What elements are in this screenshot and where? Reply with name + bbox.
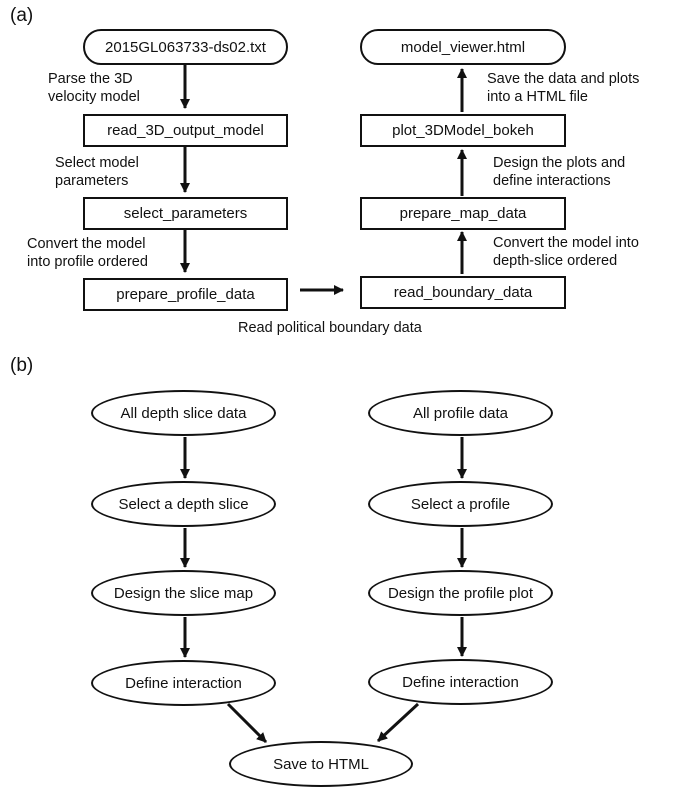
read-3d-output-model-node: read_3D_output_model [83,114,288,147]
note-read-boundary: Read political boundary data [238,320,422,336]
define-interaction-left-node: Define interaction [91,660,276,706]
all-depth-slice-data-node: All depth slice data [91,390,276,436]
panel-b-label: (b) [10,355,34,376]
read-boundary-data-node: read_boundary_data [360,276,566,309]
arrow-b-merge-right [376,702,420,743]
design-slice-map-node: Design the slice map [91,570,276,616]
input-file-node: 2015GL063733-ds02.txt [83,29,288,65]
panel-a-label: (a) [10,5,34,26]
all-profile-data-node: All profile data [368,390,553,436]
select-depth-slice-node: Select a depth slice [91,481,276,527]
model-viewer-html-node: model_viewer.html [360,29,566,65]
prepare-profile-data-node: prepare_profile_data [83,278,288,311]
save-to-html-node: Save to HTML [229,741,413,787]
plot-3dmodel-bokeh-node: plot_3DModel_bokeh [360,114,566,147]
select-profile-node: Select a profile [368,481,553,527]
select-parameters-node: select_parameters [83,197,288,230]
prepare-map-data-node: prepare_map_data [360,197,566,230]
define-interaction-right-node: Define interaction [368,659,553,705]
design-profile-plot-node: Design the profile plot [368,570,553,616]
arrow-b-merge-left [226,702,268,744]
